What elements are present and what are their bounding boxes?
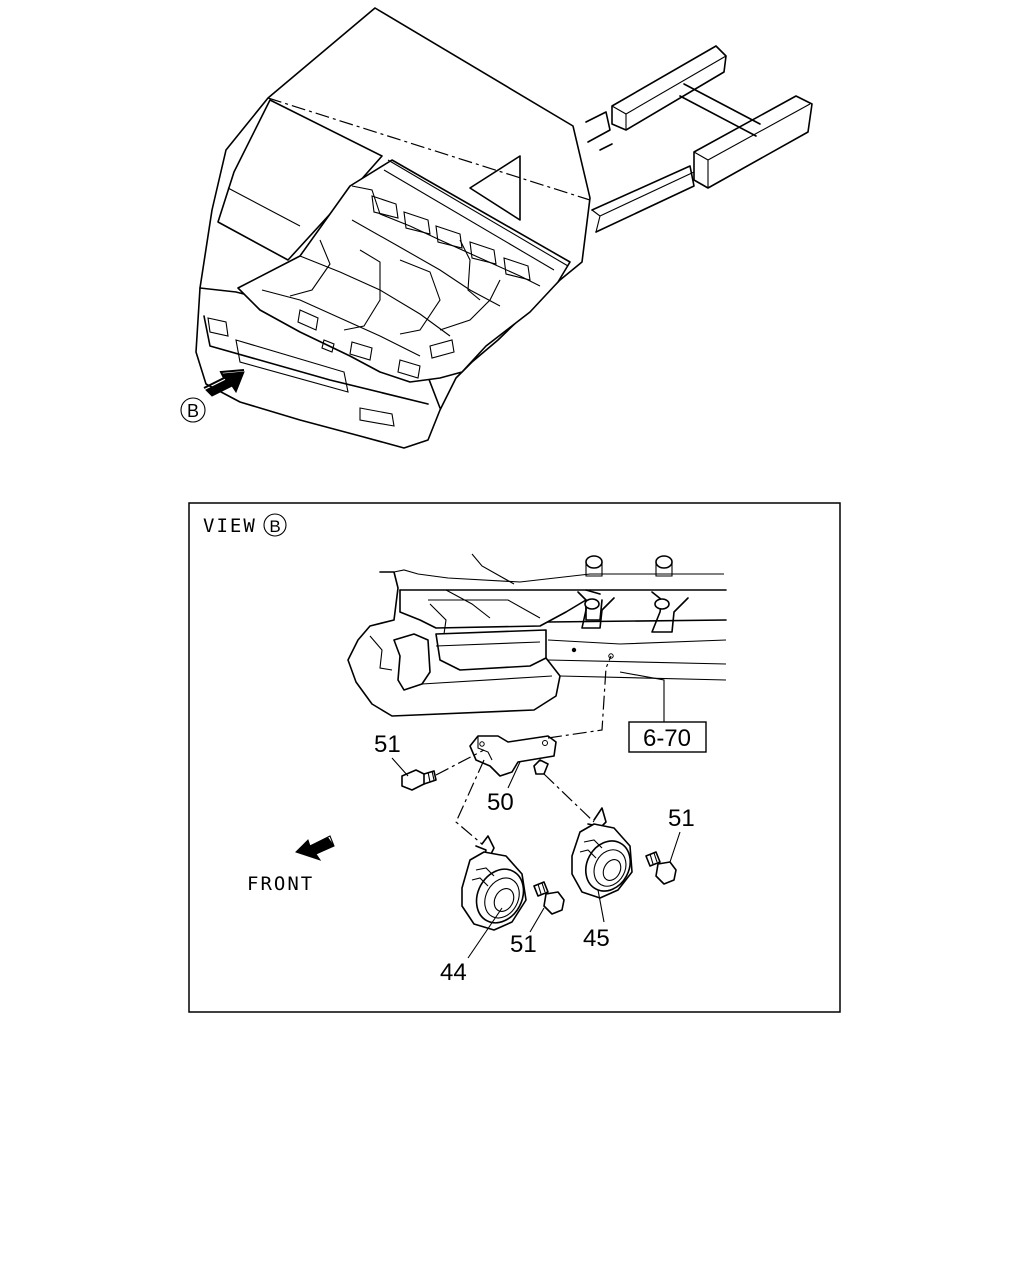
bolt-upper-left [401,749,485,791]
view-marker-b-top: B [180,397,206,423]
front-label: FRONT [247,873,314,895]
view-marker-b-detail: B [269,517,280,536]
view-marker-b-top-text: B [187,401,199,421]
horn-45 [543,773,633,899]
horn-44 [455,759,527,931]
callout-bolt-center: 51 [510,931,537,958]
cab-underside-structure [347,553,727,717]
callout-horn-left: 44 [440,959,467,986]
detail-frame [188,502,841,1013]
bolt-center [533,881,565,915]
front-direction-arrow: FRONT [247,835,335,895]
truck-cab-illustration: B [180,7,813,449]
view-title-text: VIEW [203,515,257,537]
reference-box-text: 6-70 [643,725,691,752]
view-direction-arrow [203,369,245,397]
mount-hole-left [571,647,577,653]
callout-bolt-right: 51 [668,805,695,832]
mount-hole-right [608,653,614,659]
callout-labels: 51 50 51 51 44 45 [374,731,695,986]
view-b-detail-panel: VIEW B [188,502,841,1013]
cab-mount-rubbers [584,555,673,610]
horn-bracket [469,655,612,777]
callout-horn-right: 45 [583,925,610,952]
chassis-frame [585,45,813,233]
view-marker-circle [263,513,287,537]
reference-box-6-70: 6-70 [619,671,707,753]
view-b-title: VIEW B [203,513,287,537]
callout-bolt-upper-left: 51 [374,731,401,758]
callout-leaders [391,757,681,959]
callout-bracket: 50 [487,789,514,816]
floor-panel [237,159,571,383]
